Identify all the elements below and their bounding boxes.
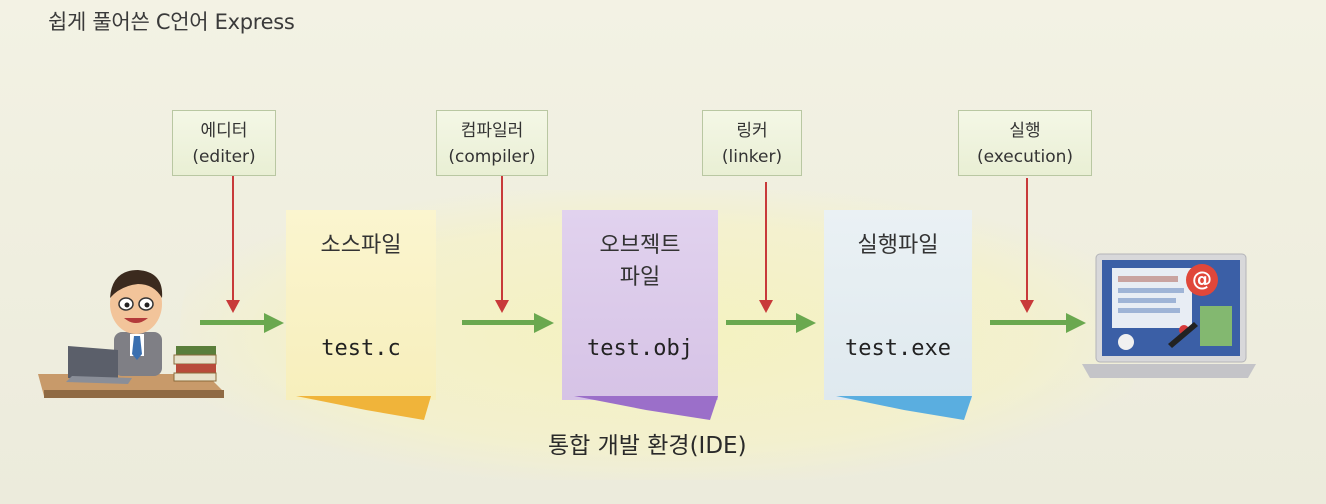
- tool-name: 에디터: [200, 121, 248, 141]
- source-file-name: test.c: [321, 336, 401, 361]
- object-file-name: test.obj: [587, 336, 693, 361]
- exe-file-name: test.exe: [845, 336, 951, 361]
- programmer-illustration: [38, 270, 224, 398]
- object-file-title-line2: 파일: [619, 265, 661, 290]
- tool-name: 링커: [736, 121, 768, 141]
- object-file-tab: [574, 396, 718, 420]
- tool-name: 컴파일러: [460, 121, 524, 141]
- tool-english: (execution): [976, 147, 1074, 167]
- tool-english: (linker): [721, 147, 783, 167]
- object-file-doc: 오브젝트 파일 test.obj: [562, 210, 718, 400]
- ide-label: 통합 개발 환경(IDE): [548, 433, 747, 459]
- source-file-tab: [296, 396, 431, 420]
- source-file-title: 소스파일: [320, 233, 402, 258]
- svg-text:@: @: [1192, 267, 1212, 291]
- tool-box-compiler: 컴파일러 (compiler): [436, 110, 548, 176]
- tool-box-editor: 에디터 (editer): [172, 110, 276, 176]
- tool-english: (editer): [192, 147, 256, 167]
- source-file-doc: 소스파일 test.c: [286, 210, 436, 400]
- computer-illustration: @: [1082, 253, 1256, 378]
- object-file-title-line1: 오브젝트: [599, 233, 681, 258]
- tool-box-linker: 링커 (linker): [702, 110, 802, 176]
- tool-box-execution: 실행 (execution): [958, 110, 1092, 176]
- exe-file-doc: 실행파일 test.exe: [824, 210, 972, 400]
- exe-file-tab: [836, 396, 972, 420]
- header-title: 쉽게 풀어쓴 C언어 Express: [48, 10, 295, 34]
- tool-name: 실행: [1009, 121, 1041, 141]
- exe-file-title: 실행파일: [857, 233, 939, 258]
- tool-english: (compiler): [448, 147, 536, 167]
